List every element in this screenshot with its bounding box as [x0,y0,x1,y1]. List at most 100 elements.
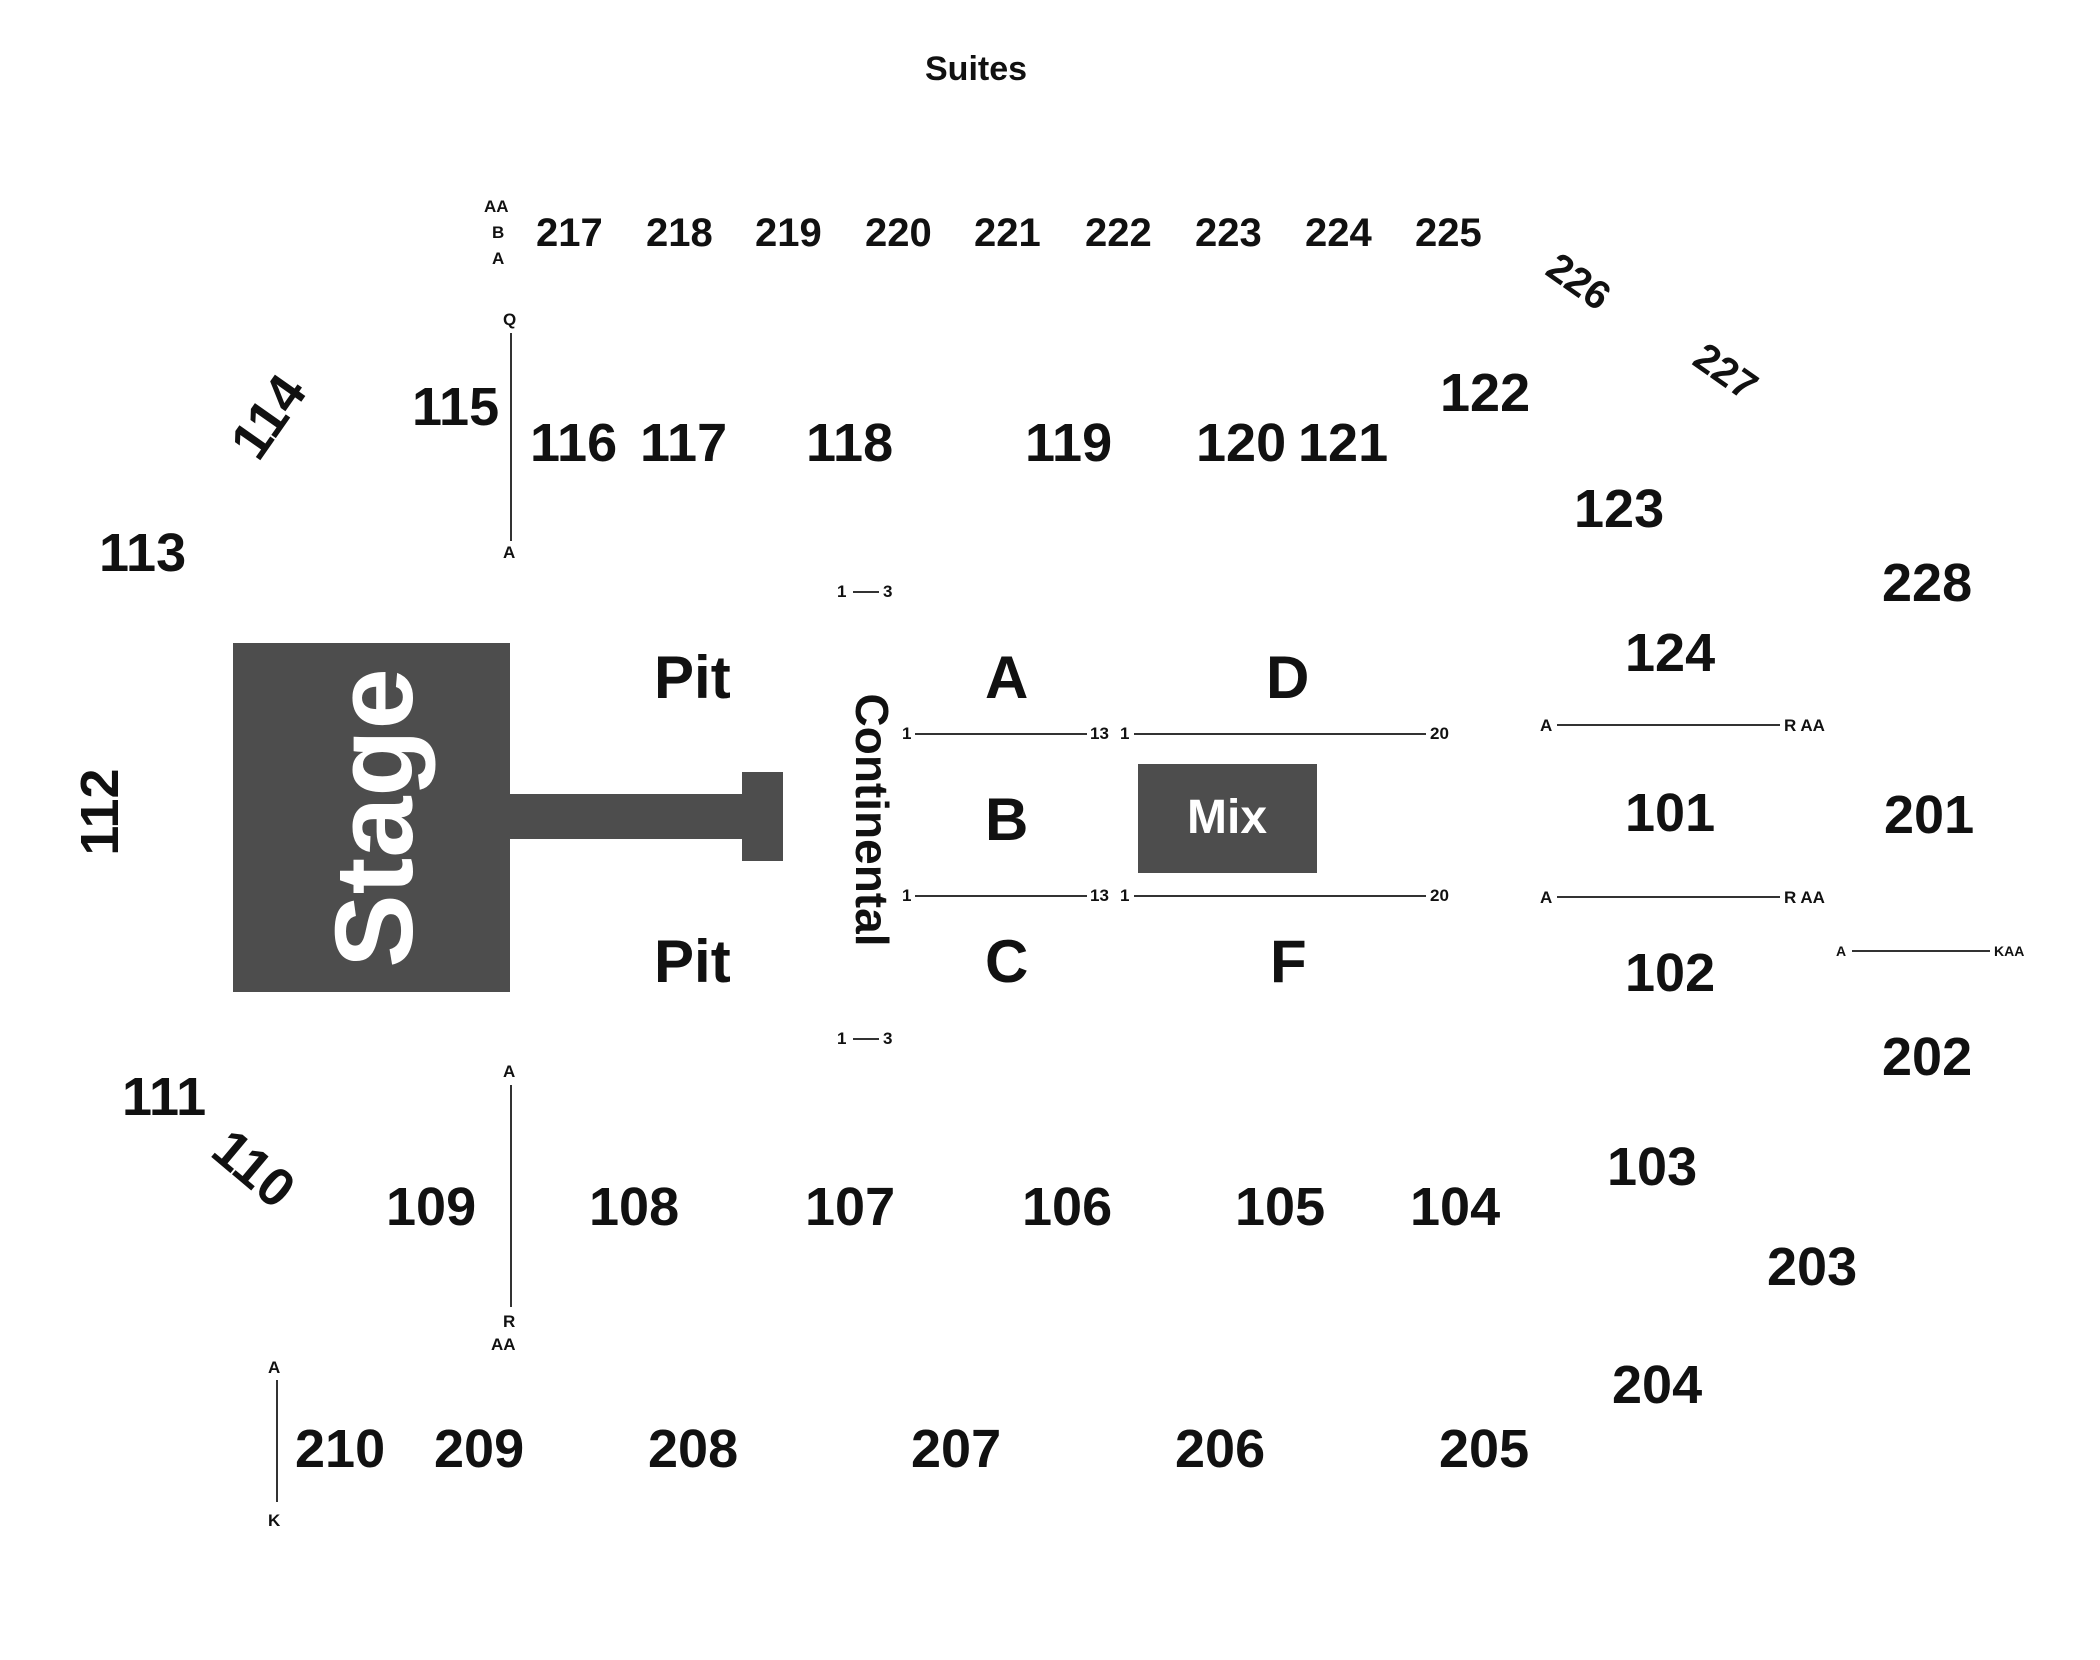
row-201-line [1852,950,1990,952]
section-222[interactable]: 222 [1085,211,1152,255]
de-row-line [1134,733,1426,735]
row-label-a-210: A [268,1358,281,1377]
section-201[interactable]: 201 [1884,785,1975,845]
section-122[interactable]: 122 [1440,363,1531,423]
cont-top-row-1: 1 [837,582,847,601]
section-205[interactable]: 205 [1439,1419,1530,1479]
cont-bot-row-3: 3 [883,1029,893,1048]
pit-bottom-label[interactable]: Pit [654,928,731,995]
continental-label[interactable]: Continental [846,693,898,947]
ef-row-line [1134,895,1426,897]
de-row-20: 20 [1430,724,1449,743]
section-207[interactable]: 207 [911,1419,1002,1479]
ab-row-13: 13 [1090,724,1109,743]
section-106[interactable]: 106 [1022,1177,1113,1237]
section-113[interactable]: 113 [99,523,187,583]
section-226[interactable]: 226 [1538,244,1619,320]
section-221[interactable]: 221 [974,211,1041,255]
floor-section-b[interactable]: B [985,786,1029,853]
row-label-k-210: K [268,1511,281,1530]
section-223[interactable]: 223 [1195,211,1262,255]
section-224[interactable]: 224 [1305,211,1372,255]
stage-runway-end [742,772,783,861]
section-110[interactable]: 110 [200,1118,307,1220]
section-219[interactable]: 219 [755,211,822,255]
row-label-aa: AA [484,197,509,216]
row-line-210 [276,1380,278,1502]
section-218[interactable]: 218 [646,211,713,255]
floor-section-f[interactable]: F [1270,928,1307,995]
section-103[interactable]: 103 [1607,1137,1698,1197]
section-217[interactable]: 217 [536,211,603,255]
section-227[interactable]: 227 [1685,334,1766,410]
section-203[interactable]: 203 [1767,1237,1858,1297]
mix-label: Mix [1186,791,1268,844]
section-225[interactable]: 225 [1415,211,1482,255]
de-row-1: 1 [1120,724,1130,743]
bc-row-13: 13 [1090,886,1109,905]
section-117[interactable]: 117 [640,413,728,473]
row-101-bot-raa: R AA [1784,888,1825,907]
row-line-109 [510,1085,512,1307]
section-118[interactable]: 118 [806,413,894,473]
floor-section-d[interactable]: D [1266,644,1310,711]
floor-section-a[interactable]: A [985,644,1029,711]
section-104[interactable]: 104 [1410,1177,1501,1237]
pit-top-label[interactable]: Pit [654,644,731,711]
section-115[interactable]: 115 [412,377,500,437]
row-label-r-109: R [503,1312,516,1331]
section-114[interactable]: 114 [219,364,319,470]
bc-row-line [915,895,1087,897]
bc-row-1: 1 [902,886,912,905]
row-label-aa-109: AA [491,1335,516,1354]
cont-top-row-3: 3 [883,582,893,601]
ab-row-line [915,733,1087,735]
ef-row-20: 20 [1430,886,1449,905]
row-label-a-109: A [503,1062,516,1081]
section-116[interactable]: 116 [530,413,618,473]
section-111[interactable]: 111 [122,1067,207,1127]
cont-bot-row-1: 1 [837,1029,847,1048]
section-102[interactable]: 102 [1625,943,1716,1003]
row-201-a: A [1836,943,1847,959]
section-107[interactable]: 107 [805,1177,896,1237]
row-label-a-115: A [503,543,516,562]
section-121[interactable]: 121 [1298,413,1389,473]
row-101-top-raa: R AA [1784,716,1825,735]
ef-row-1: 1 [1120,886,1130,905]
stage-label: Stage [313,668,436,968]
section-119[interactable]: 119 [1025,413,1113,473]
row-label-b: B [492,223,505,242]
stage [233,643,510,992]
section-120[interactable]: 120 [1196,413,1287,473]
section-105[interactable]: 105 [1235,1177,1326,1237]
section-109[interactable]: 109 [386,1177,477,1237]
row-101-bot-a: A [1540,888,1553,907]
floor-section-c[interactable]: C [985,928,1029,995]
ab-row-1: 1 [902,724,912,743]
row-101-top-line [1557,724,1780,726]
section-210[interactable]: 210 [295,1419,386,1479]
cont-top-line [853,591,879,593]
row-201-kaa: KAA [1994,943,2025,959]
section-209[interactable]: 209 [434,1419,525,1479]
section-206[interactable]: 206 [1175,1419,1266,1479]
suites-title: Suites [925,50,1028,88]
section-112[interactable]: 112 [70,768,130,856]
row-label-q: Q [503,310,517,329]
section-101[interactable]: 101 [1625,783,1716,843]
row-101-top-a: A [1540,716,1553,735]
section-208[interactable]: 208 [648,1419,739,1479]
section-202[interactable]: 202 [1882,1027,1973,1087]
row-line-115 [510,333,512,541]
cont-bot-line [853,1038,879,1040]
section-228[interactable]: 228 [1882,553,1973,613]
mix-booth [1138,764,1317,873]
section-108[interactable]: 108 [589,1177,680,1237]
row-label-a: A [492,249,505,268]
section-204[interactable]: 204 [1612,1355,1703,1415]
section-124[interactable]: 124 [1625,623,1716,683]
section-123[interactable]: 123 [1574,479,1665,539]
stage-runway [510,794,746,839]
section-220[interactable]: 220 [865,211,932,255]
